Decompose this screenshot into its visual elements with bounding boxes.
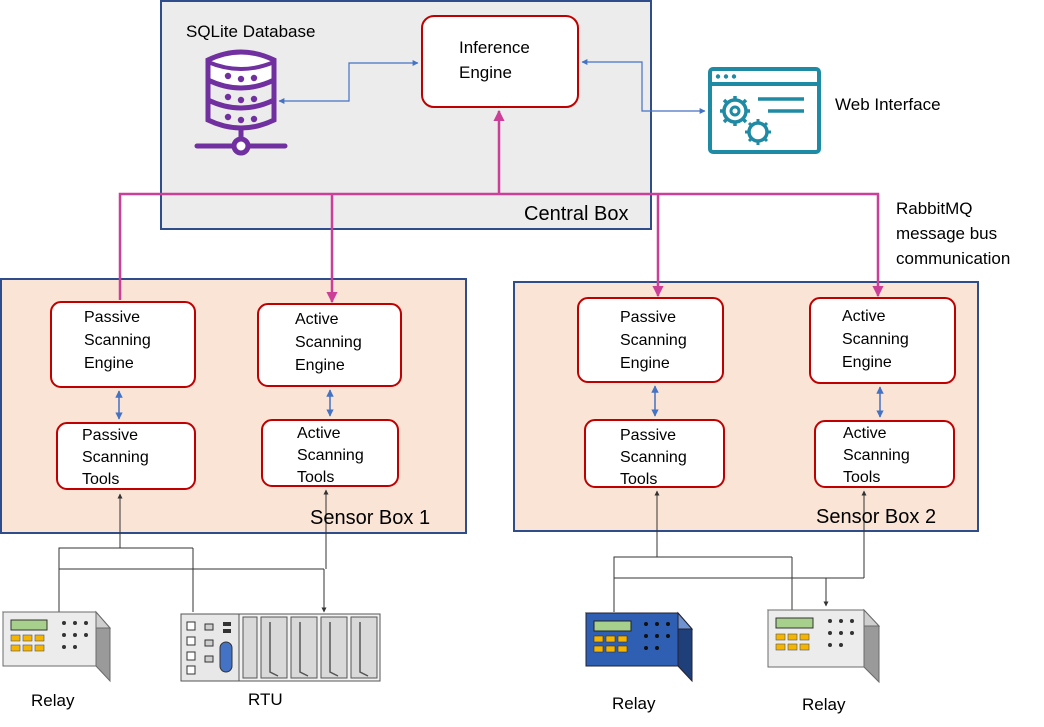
sb2-passive-tools-label: Passive Scanning Tools [620,427,691,488]
sb1-active-tools-label: Active Scanning Tools [297,425,368,486]
bus-note-line-3: communication [896,249,1010,268]
database-label: SQLite Database [186,22,315,41]
relay-device-icon-2 [584,611,694,683]
sb1-active-engine-label: Active Scanning Engine [295,311,366,374]
sb1-passive-engine-label: Passive Scanning Engine [84,309,155,372]
sb1-passive-engine-line-1: Passive [84,309,140,326]
sb2-passive-tools-line-1: Passive [620,427,676,444]
sb1-passive-engine-line-3: Engine [84,355,134,372]
sb2-active-engine-line-1: Active [842,308,886,325]
sb2-active-engine-line-3: Engine [842,354,892,371]
bus-note-line-1: RabbitMQ [896,199,973,218]
relay-device-icon-1 [1,610,112,683]
sb1-active-tools-line-2: Scanning [297,447,364,464]
sb2-active-tools-line-3: Tools [843,469,880,486]
sb1-active-engine-line-2: Scanning [295,334,362,351]
sb2-passive-engine-line-2: Scanning [620,332,687,349]
engine-tools-links [115,385,884,420]
field-wiring [58,489,867,613]
bus-note-line-2: message bus [896,224,997,243]
sb2-active-tools-line-2: Scanning [843,447,910,464]
sensor-box-2-label: Sensor Box 2 [816,506,936,528]
sb2-passive-engine-line-1: Passive [620,309,676,326]
sb2-active-engine-line-2: Scanning [842,331,909,348]
sb1-passive-tools-box [56,422,196,490]
relay-1-label: Relay [31,691,75,710]
sb2-passive-engine-label: Passive Scanning Engine [620,309,691,372]
sb2-active-tools-label: Active Scanning Tools [843,425,914,486]
relay-device-icon-3 [766,608,881,684]
message-bus-lines [118,109,884,304]
sb1-passive-tools-line-3: Tools [82,471,119,488]
inference-engine-line-2: Engine [459,63,512,82]
web-interface-label: Web Interface [835,95,941,114]
inference-engine-label: Inference Engine [459,38,535,82]
sb2-passive-tools-line-2: Scanning [620,449,687,466]
sb1-passive-engine-box [50,301,196,388]
relay-3-label: Relay [802,695,846,714]
sb1-active-engine-line-1: Active [295,311,339,328]
sb2-passive-tools-box [584,419,725,488]
sb1-active-engine-line-3: Engine [295,357,345,374]
sb1-active-tools-line-3: Tools [297,469,334,486]
central-box-label: Central Box [524,203,629,225]
inference-engine-line-1: Inference [459,38,530,57]
rtu-device-icon [180,613,381,682]
sb2-active-tools-line-1: Active [843,425,887,442]
sb2-active-engine-label: Active Scanning Engine [842,308,913,371]
sb1-active-tools-box [261,419,399,487]
bus-note: RabbitMQ message bus communication [896,199,1010,268]
central-links [278,59,706,114]
inference-engine-box [421,15,579,108]
web-interface-icon [708,67,821,154]
relay-2-label: Relay [612,694,656,713]
sb1-passive-tools-label: Passive Scanning Tools [82,427,153,488]
sb1-passive-engine-line-2: Scanning [84,332,151,349]
sb2-passive-engine-box [577,297,724,383]
sb2-passive-engine-line-3: Engine [620,355,670,372]
sb1-passive-tools-line-2: Scanning [82,449,149,466]
sb1-passive-tools-line-1: Passive [82,427,138,444]
sb1-active-tools-line-1: Active [297,425,341,442]
rtu-label: RTU [248,690,283,709]
sb1-active-engine-box [257,303,402,387]
sb2-active-tools-box [814,420,955,488]
sb2-active-engine-box [809,297,956,384]
sb2-passive-tools-line-3: Tools [620,471,657,488]
sensor-box-1-label: Sensor Box 1 [310,507,430,529]
database-icon [194,49,288,156]
